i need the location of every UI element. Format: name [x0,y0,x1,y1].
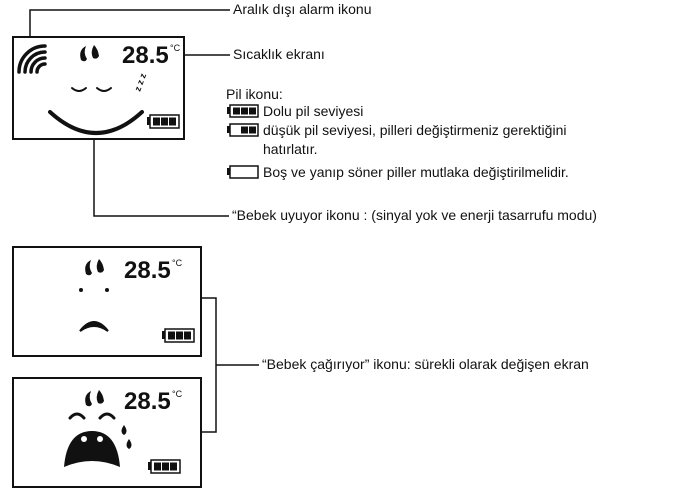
drop-icon [85,390,104,407]
baby-calling-label: “Bebek çağırıyor” ikonu: sürekli olarak … [262,356,589,372]
drop-icon [85,259,104,276]
lcd-screen-calling-2: 28.5 °C [12,377,202,488]
temperature-unit: °C [172,258,183,268]
battery-full-icon [147,114,180,129]
sleeping-eyes [71,87,112,92]
tear-drops [121,425,132,449]
lcd-screen-sleeping: 28.5 °C z z z [12,36,185,140]
frown-mouth [79,321,109,332]
temperature-unit: °C [172,389,183,399]
battery-low-icon [227,123,259,137]
battery-full-icon [227,104,259,118]
temperature-display-label: Sıcaklık ekranı [233,46,325,62]
drop-icon [80,45,99,62]
crying-brows [68,412,116,420]
battery-low-label-continued: hatırlatır. [263,141,318,157]
temperature-reading: 28.5 [122,42,169,69]
battery-empty-icon [227,165,259,179]
battery-full-label: Dolu pil seviyesi [263,103,364,119]
temperature-reading: 28.5 [124,257,171,284]
lcd-screen-calling-1: 28.5 °C [12,246,202,357]
crying-mouth [64,431,120,467]
dot-eyes [79,288,109,292]
out-of-range-alarm-label: Aralık dışı alarm ikonu [233,1,372,17]
out-of-range-alarm-icon [17,44,47,74]
battery-icon-title: Pil ikonu: [226,86,283,102]
baby-sleeping-label: “Bebek uyuyor ikonu : (sinyal yok ve ene… [232,207,597,223]
battery-full-icon [162,328,195,343]
crying-eyes [81,436,103,442]
battery-empty-label: Boş ve yanıp söner piller mutlaka değişt… [263,164,569,180]
lcd-frame [12,377,202,488]
temperature-unit: °C [170,43,181,53]
smile-mouth [48,110,144,135]
temperature-reading: 28.5 [124,388,171,415]
battery-full-icon [148,459,181,474]
battery-low-label: düşük pil seviyesi, pilleri değiştirmeni… [263,122,567,138]
